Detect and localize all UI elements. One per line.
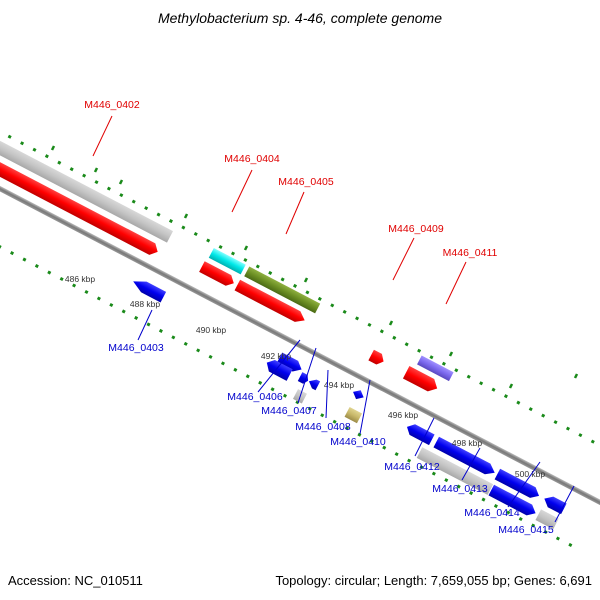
tick-label-492: 492 kbp bbox=[261, 351, 292, 361]
gene-M446_0414 bbox=[488, 484, 536, 516]
outer-scale-dots bbox=[7, 134, 600, 462]
label-M446_0402: M446_0402 bbox=[84, 99, 140, 111]
label-M446_0413: M446_0413 bbox=[432, 483, 488, 495]
feature-grey-long bbox=[0, 140, 174, 243]
label-M446_0414: M446_0414 bbox=[464, 507, 520, 519]
gene-M446_0415 bbox=[535, 509, 559, 530]
label-M446_0404: M446_0404 bbox=[224, 153, 280, 165]
gene-M446_0406-a bbox=[276, 352, 302, 372]
tick-label-494: 494 kbp bbox=[324, 380, 355, 390]
tick-label-500: 500 kbp bbox=[515, 469, 546, 479]
gene-M446_0413 bbox=[416, 447, 494, 495]
bottom-label-group: M446_0403 M446_0406 M446_0407 M446_0408 … bbox=[108, 309, 575, 536]
gene-M446_0414-a bbox=[494, 468, 540, 498]
feature-red-long bbox=[0, 157, 158, 255]
tick-label-488: 488 kbp bbox=[130, 299, 161, 309]
gene-M446_0407-b bbox=[308, 379, 321, 391]
label-M446_0409: M446_0409 bbox=[388, 223, 444, 235]
summary-text: Topology: circular; Length: 7,659,055 bp… bbox=[275, 573, 592, 588]
gene-M446_0404-b bbox=[199, 261, 234, 286]
label-M446_0403: M446_0403 bbox=[108, 342, 164, 354]
top-label-group: M446_0402 M446_0404 M446_0405 M446_0409 … bbox=[84, 99, 498, 305]
label-M446_0406: M446_0406 bbox=[227, 391, 283, 403]
label-M446_0408: M446_0408 bbox=[295, 421, 351, 433]
label-M446_0415: M446_0415 bbox=[498, 524, 554, 536]
accession-text: Accession: NC_010511 bbox=[8, 573, 143, 588]
tick-label-498: 498 kbp bbox=[452, 438, 483, 448]
gene-M446_0409-b bbox=[353, 390, 364, 400]
gene-M446_0404 bbox=[208, 248, 246, 275]
label-M446_0411: M446_0411 bbox=[443, 247, 498, 259]
genome-backbone bbox=[0, 176, 600, 510]
gene-M446_0412 bbox=[406, 424, 435, 446]
gene-M446_0403 bbox=[133, 281, 167, 303]
tick-label-490: 490 kbp bbox=[196, 325, 227, 335]
map-title: Methylobacterium sp. 4-46, complete geno… bbox=[157, 10, 443, 26]
label-M446_0405: M446_0405 bbox=[278, 176, 334, 188]
gene-M446_0411 bbox=[417, 355, 454, 382]
gene-M446_0411-b bbox=[402, 366, 438, 392]
label-M446_0410: M446_0410 bbox=[330, 436, 386, 448]
gene-M446_0415-a bbox=[544, 496, 567, 515]
gene-M446_0406 bbox=[266, 360, 293, 381]
outer-ticks bbox=[50, 145, 579, 389]
gene-M446_0405 bbox=[244, 266, 321, 314]
label-M446_0407: M446_0407 bbox=[261, 405, 317, 417]
gene-M446_0412-b bbox=[433, 436, 495, 475]
inner-scale-dots bbox=[0, 225, 583, 553]
tick-label-486: 486 kbp bbox=[65, 274, 96, 284]
gene-M446_0409 bbox=[368, 349, 384, 365]
gene-M446_0410 bbox=[344, 407, 363, 424]
tick-label-group: 486 kbp 488 kbp 490 kbp 492 kbp 494 kbp … bbox=[65, 274, 546, 479]
gene-M446_0405-b bbox=[234, 279, 305, 322]
label-M446_0412: M446_0412 bbox=[384, 461, 440, 473]
tick-label-496: 496 kbp bbox=[388, 410, 419, 420]
